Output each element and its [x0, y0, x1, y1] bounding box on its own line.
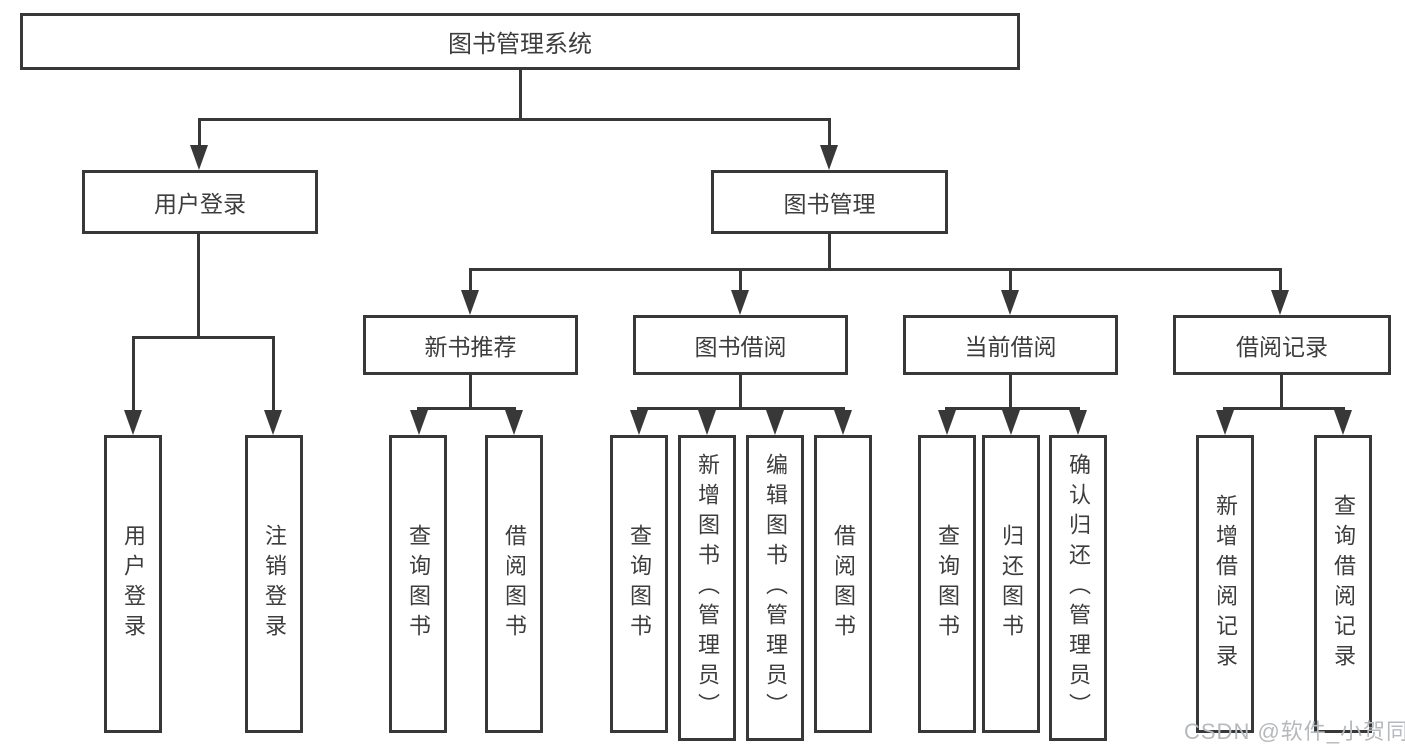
arrow-down-icon: [731, 290, 749, 315]
node-new-book-recommend: 新书推荐: [363, 315, 578, 375]
connector-line: [132, 336, 135, 412]
connector-line: [519, 69, 522, 119]
leaf-records-query-record: 查询借阅记录: [1314, 435, 1372, 733]
leaf-recommend-borrow-book: 借阅图书: [485, 435, 543, 733]
arrow-down-icon: [834, 410, 852, 435]
connector-line: [417, 407, 516, 410]
connector-line: [469, 268, 1281, 271]
leaf-user-login-label: 用户登录: [121, 524, 146, 644]
connector-line: [828, 118, 831, 150]
node-book-management-label: 图书管理: [783, 191, 876, 217]
node-new-book-recommend-label: 新书推荐: [424, 334, 517, 360]
leaf-records-add-record: 新增借阅记录: [1196, 435, 1254, 733]
arrow-down-icon: [630, 410, 648, 435]
leaf-borrowing-borrow-book: 借阅图书: [814, 435, 872, 733]
connector-line: [637, 407, 845, 410]
arrow-down-icon: [190, 145, 208, 170]
arrow-down-icon: [1002, 410, 1020, 435]
connector-line: [739, 375, 742, 408]
leaf-current-return-book-label: 归还图书: [999, 524, 1024, 644]
leaf-borrowing-query-book-label: 查询图书: [627, 524, 652, 644]
leaf-current-query-book: 查询图书: [918, 435, 976, 733]
arrow-down-icon: [1334, 410, 1352, 435]
node-library-system-label: 图书管理系统: [448, 31, 592, 58]
connector-line: [828, 234, 831, 270]
connector-line: [945, 407, 1080, 410]
node-user-login: 用户登录: [82, 170, 318, 234]
leaf-records-add-record-label: 新增借阅记录: [1213, 494, 1238, 674]
arrow-down-icon: [1001, 290, 1019, 315]
connector-line: [198, 118, 831, 121]
node-current-borrowing-label: 当前借阅: [964, 334, 1057, 360]
connector-line: [469, 375, 472, 408]
connector-line: [272, 336, 275, 412]
connector-line: [1009, 375, 1012, 408]
leaf-logout-login: 注销登录: [245, 435, 303, 733]
node-current-borrowing: 当前借阅: [903, 315, 1118, 375]
leaf-logout-login-label: 注销登录: [262, 524, 287, 644]
leaf-records-query-record-label: 查询借阅记录: [1331, 494, 1356, 674]
connector-line: [1280, 375, 1283, 408]
connector-line: [469, 268, 472, 296]
arrow-down-icon: [410, 410, 428, 435]
leaf-borrowing-edit-book-admin-label: 编辑图书（管理员）: [763, 453, 788, 723]
leaf-borrowing-edit-book-admin: 编辑图书（管理员）: [746, 435, 804, 741]
leaf-user-login: 用户登录: [104, 435, 162, 733]
leaf-borrowing-borrow-book-label: 借阅图书: [831, 524, 856, 644]
arrow-down-icon: [124, 410, 142, 435]
node-user-login-label: 用户登录: [154, 191, 246, 217]
connector-line: [132, 336, 275, 339]
arrow-down-icon: [505, 410, 523, 435]
node-book-borrowing-label: 图书借阅: [694, 334, 787, 360]
arrow-down-icon: [820, 145, 838, 170]
connector-line: [1223, 407, 1345, 410]
node-library-system: 图书管理系统: [20, 13, 1020, 70]
arrow-down-icon: [1069, 410, 1087, 435]
leaf-current-return-book: 归还图书: [982, 435, 1040, 733]
arrow-down-icon: [264, 410, 282, 435]
connector-line: [739, 268, 742, 296]
connector-line: [1279, 268, 1282, 296]
leaf-borrowing-add-book-admin: 新增图书（管理员）: [678, 435, 736, 741]
connector-line: [198, 118, 201, 150]
arrow-down-icon: [1271, 290, 1289, 315]
arrow-down-icon: [1216, 410, 1234, 435]
connector-line: [197, 234, 200, 336]
leaf-current-query-book-label: 查询图书: [935, 524, 960, 644]
leaf-recommend-query-book: 查询图书: [389, 435, 447, 733]
leaf-recommend-borrow-book-label: 借阅图书: [502, 524, 527, 644]
connector-line: [1009, 268, 1012, 296]
leaf-borrowing-query-book: 查询图书: [610, 435, 668, 733]
leaf-borrowing-add-book-admin-label: 新增图书（管理员）: [695, 453, 720, 723]
leaf-recommend-query-book-label: 查询图书: [406, 524, 431, 644]
leaf-current-confirm-return-admin: 确认归还（管理员）: [1049, 435, 1107, 741]
node-book-borrowing: 图书借阅: [633, 315, 848, 375]
csdn-watermark: CSDN @软件_小贺同学: [1184, 719, 1405, 744]
arrow-down-icon: [766, 410, 784, 435]
arrow-down-icon: [938, 410, 956, 435]
arrow-down-icon: [698, 410, 716, 435]
leaf-current-confirm-return-admin-label: 确认归还（管理员）: [1066, 453, 1091, 723]
node-borrowing-records: 借阅记录: [1173, 315, 1391, 375]
node-book-management: 图书管理: [711, 170, 948, 234]
arrow-down-icon: [461, 290, 479, 315]
node-borrowing-records-label: 借阅记录: [1236, 334, 1328, 360]
